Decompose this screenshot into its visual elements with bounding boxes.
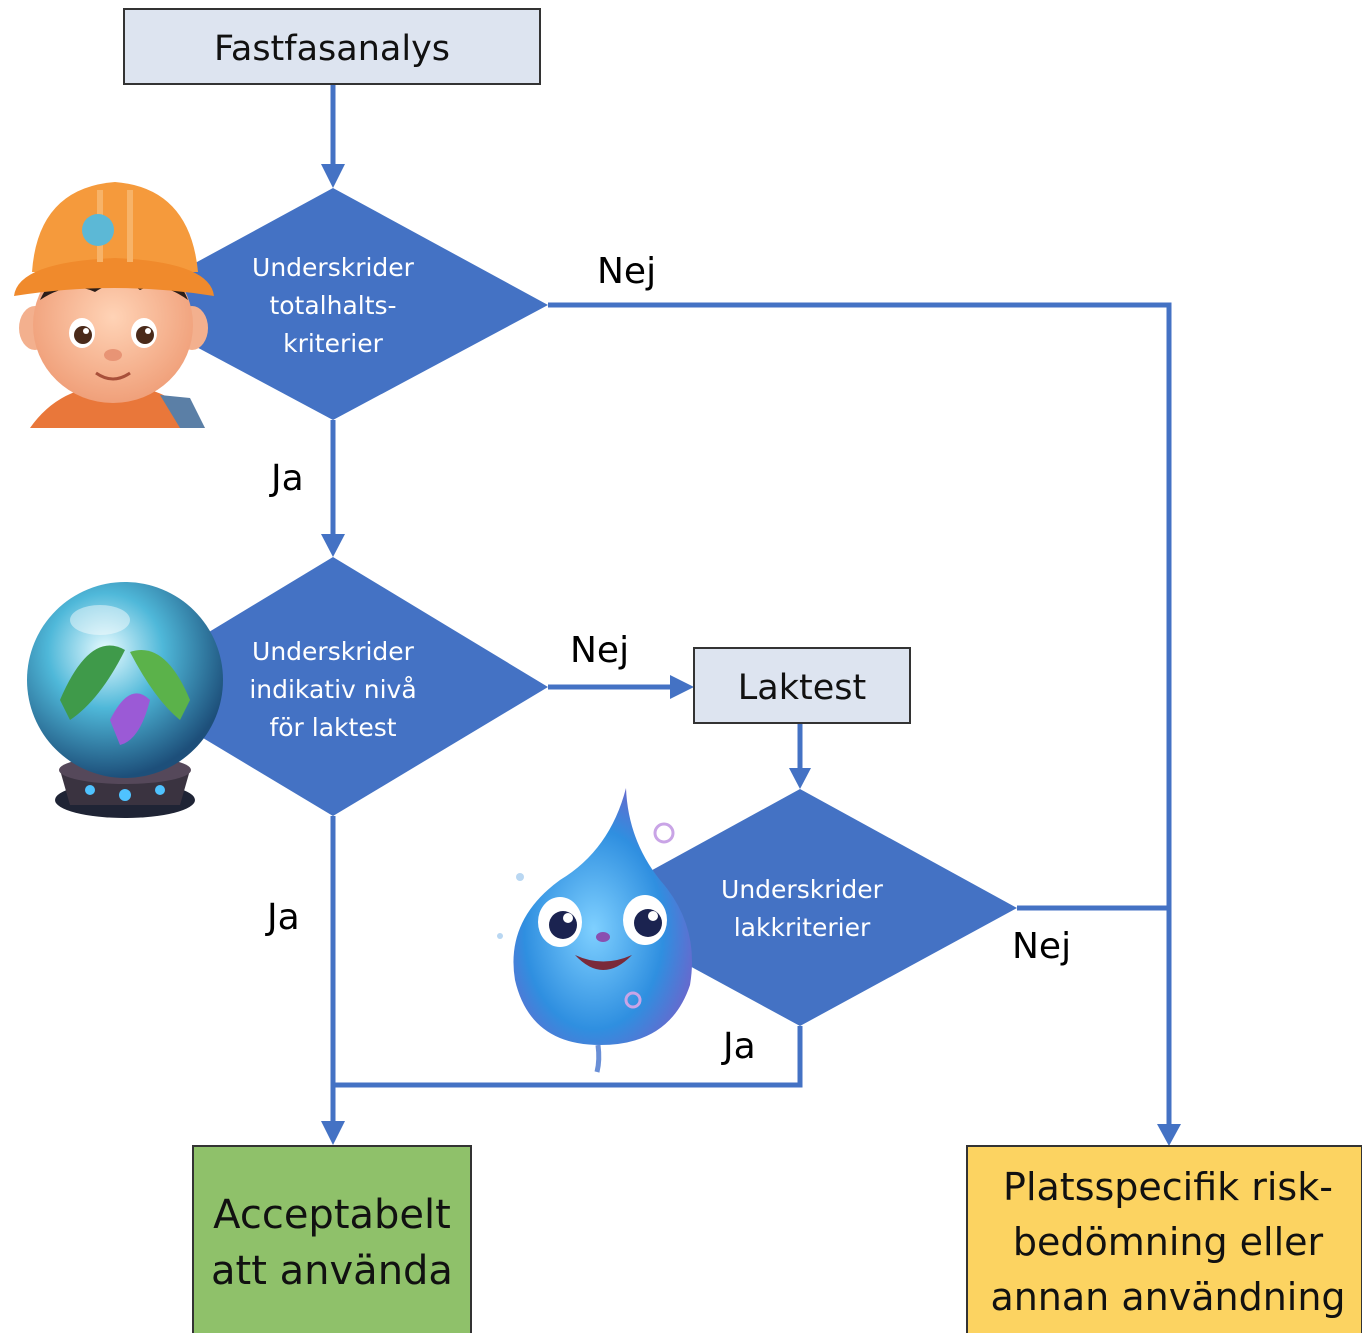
- accept-box-shape: [192, 1145, 472, 1333]
- connector-decision3-ja: [333, 1026, 803, 1088]
- decision-indikativ-line-2: indikativ nivå: [249, 675, 416, 704]
- start-box: Fastfasanalys: [123, 8, 541, 85]
- edge-label-ja-2: Ja: [265, 897, 300, 938]
- decision-indikativ: Underskrider indikativ nivå för laktest: [118, 557, 548, 816]
- edge-label-ja-3: Ja: [721, 1026, 756, 1067]
- arrow-head: [321, 1121, 345, 1145]
- decision-indikativ-shape: [118, 557, 548, 816]
- crystal-ball-illustration: [27, 582, 223, 818]
- hardhat-badge-icon: [82, 214, 114, 246]
- risk-box-line-3: annan användning: [990, 1275, 1345, 1319]
- edge-label-ja-1: Ja: [269, 458, 304, 499]
- decision-totalhalt-shape: [118, 188, 548, 420]
- decision-indikativ-line-3: för laktest: [269, 713, 396, 742]
- arrow-head: [1157, 1124, 1181, 1146]
- connectors: [321, 84, 1181, 1146]
- hardhat-shape: [32, 182, 198, 272]
- laktest-box-label: Laktest: [738, 668, 866, 708]
- decision-totalhalt-line-2: totalhalts-: [269, 291, 396, 320]
- decision-totalhalt: Underskrider totalhalts- kriterier: [118, 188, 548, 420]
- risk-box-line-2: bedömning eller: [1013, 1220, 1324, 1264]
- accept-box-line-1: Acceptabelt: [213, 1192, 451, 1238]
- water-drop-shape: [513, 788, 692, 1045]
- risk-box: Platsspecifik risk- bedömning eller anna…: [966, 1145, 1362, 1333]
- laktest-box: Laktest: [693, 647, 911, 724]
- edge-label-nej-1: Nej: [597, 251, 656, 292]
- risk-box-shape: [966, 1145, 1362, 1333]
- decision-lakkriterier-line-1: Underskrider: [721, 875, 884, 904]
- decision-totalhalt-line-3: kriterier: [283, 329, 383, 358]
- start-box-shape: [123, 8, 541, 85]
- accept-box: Acceptabelt att använda: [192, 1145, 472, 1333]
- edge-label-nej-2: Nej: [570, 630, 629, 671]
- arrow-head: [789, 768, 811, 789]
- risk-box-line-1: Platsspecifik risk-: [1003, 1165, 1333, 1209]
- crystal-ball-shape: [27, 582, 223, 778]
- child-worker-illustration: [14, 182, 214, 428]
- arrow-head: [321, 534, 345, 557]
- decision-totalhalt-line-1: Underskrider: [252, 253, 415, 282]
- connector-decision1-nej: [548, 302, 1172, 1127]
- accept-box-line-2: att använda: [211, 1248, 453, 1294]
- laktest-box-shape: [693, 647, 911, 724]
- edge-label-nej-3: Nej: [1012, 926, 1071, 967]
- water-drop-illustration: [497, 788, 692, 1073]
- arrow-head: [321, 164, 345, 188]
- start-box-label: Fastfasanalys: [214, 29, 450, 69]
- decision-indikativ-line-1: Underskrider: [252, 637, 415, 666]
- arrow-head: [670, 675, 694, 699]
- decision-lakkriterier-line-2: lakkriterier: [734, 913, 871, 942]
